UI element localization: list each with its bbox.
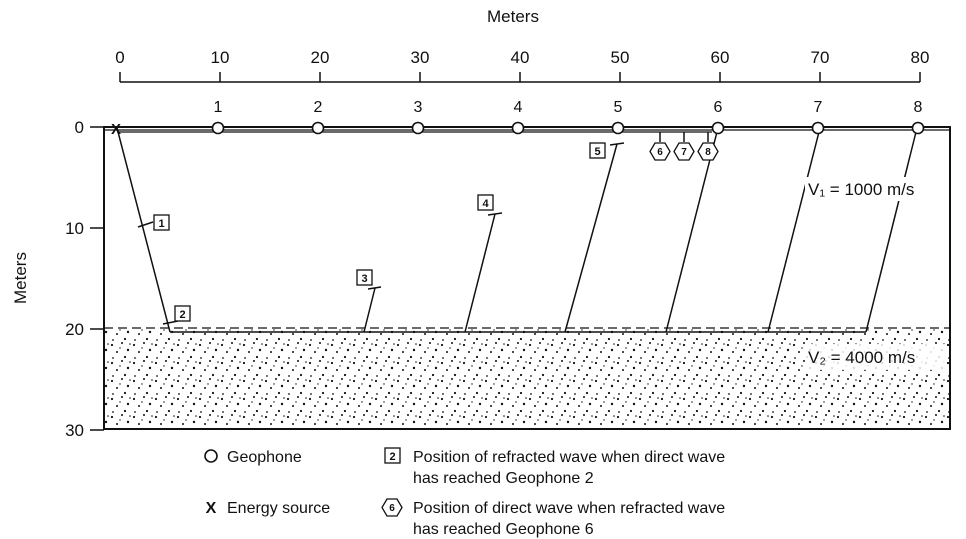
- refracted-marker-2: 2: [174, 305, 191, 322]
- refracted-marker-1: 1: [153, 214, 170, 231]
- top-axis-tick-label: 0: [115, 48, 124, 67]
- wavefront-tick-5: [609, 142, 625, 146]
- geophone-label-8: 8: [914, 99, 923, 116]
- refracted-marker-3: 3: [356, 269, 373, 286]
- wavefront-tick-3: [367, 286, 382, 290]
- v2-label: V₂ = 4000 m/s: [805, 344, 945, 370]
- legend-energy-source: X Energy source: [206, 500, 331, 517]
- top-axis: 0 10 20 30 40 50 60 70 80: [115, 48, 929, 83]
- refracted-marker-4: 4: [477, 194, 494, 211]
- energy-source-marker: X: [111, 121, 121, 138]
- refracted-marker-5: 5: [589, 142, 606, 159]
- legend-geophone-label: Geophone: [227, 449, 302, 466]
- top-axis-tick-label: 60: [711, 48, 730, 67]
- lower-layer: [104, 328, 950, 429]
- geophone-label-7: 7: [814, 99, 823, 116]
- geophone-label-3: 3: [414, 99, 423, 116]
- svg-text:6: 6: [389, 503, 395, 514]
- svg-text:2: 2: [389, 451, 395, 463]
- svg-text:1: 1: [158, 218, 164, 230]
- top-axis-ticks: 0 10 20 30 40 50 60 70 80: [115, 48, 929, 82]
- svg-text:5: 5: [594, 146, 600, 158]
- ray-path-4: [464, 213, 496, 333]
- ray-path-to-geophone-6: [665, 127, 719, 333]
- geophone-6: [711, 121, 725, 135]
- geophone-8: [911, 121, 925, 135]
- svg-text:7: 7: [681, 147, 687, 158]
- top-axis-tick-label: 70: [811, 48, 830, 67]
- svg-text:8: 8: [705, 147, 711, 158]
- ray-path-to-geophone-7: [767, 127, 821, 333]
- geophone-label-5: 5: [614, 99, 623, 116]
- left-axis-tick-label: 10: [65, 219, 84, 238]
- v1-label: V₁ = 1000 m/s: [805, 177, 945, 201]
- left-axis-tick-label: 20: [65, 320, 84, 339]
- wavefront-tick-1: [137, 221, 154, 228]
- top-axis-tick-label: 40: [511, 48, 530, 67]
- svg-text:2: 2: [179, 309, 185, 321]
- top-axis-tick-label: 30: [411, 48, 430, 67]
- left-axis-tick-label: 0: [75, 118, 84, 137]
- geophone-label-4: 4: [514, 99, 523, 116]
- legend-energy-source-symbol: X: [206, 500, 217, 517]
- ray-paths: [116, 127, 918, 333]
- legend: Geophone X Energy source 2 Position of r…: [204, 447, 725, 538]
- section-frame: [103, 126, 951, 430]
- svg-text:V₁ = 1000 m/s: V₁ = 1000 m/s: [808, 180, 914, 199]
- ray-path-5: [564, 143, 618, 333]
- legend-geophone: Geophone: [204, 449, 302, 466]
- geophone-1: [211, 121, 225, 135]
- geophone-3: [411, 121, 425, 135]
- geophone-7: [811, 121, 825, 135]
- legend-direct-symbol: [381, 498, 403, 517]
- direct-marker-8: 8: [697, 142, 719, 161]
- svg-text:3: 3: [361, 273, 367, 285]
- legend-direct-line2: has reached Geophone 6: [413, 521, 594, 538]
- ray-path-to-geophone-8: [865, 127, 918, 333]
- svg-text:4: 4: [482, 198, 489, 210]
- geophone-label-6: 6: [714, 99, 723, 116]
- geophone-2: [311, 121, 325, 135]
- legend-energy-source-label: Energy source: [227, 500, 330, 517]
- left-axis-ticks: 0 10 20 30: [65, 118, 104, 440]
- svg-text:V₂ = 4000 m/s: V₂ = 4000 m/s: [808, 348, 915, 367]
- geophone-label-1: 1: [214, 99, 223, 116]
- svg-text:6: 6: [657, 147, 663, 158]
- legend-direct-line1: Position of direct wave when refracted w…: [413, 500, 725, 517]
- geophone-4: [511, 121, 525, 135]
- geophone-row: 1 2 3 4 5 6 7 8: [211, 99, 925, 135]
- ray-path-down: [116, 127, 171, 333]
- left-axis-tick-label: 30: [65, 421, 84, 440]
- legend-refracted: 2 Position of refracted wave when direct…: [384, 447, 725, 487]
- legend-refracted-symbol: [384, 447, 401, 464]
- geophone-5: [611, 121, 625, 135]
- wavefront-tick-4: [487, 212, 503, 216]
- geophone-label-2: 2: [314, 99, 323, 116]
- left-axis-title: Meters: [11, 252, 30, 304]
- direct-marker-6: 6: [649, 142, 671, 161]
- direct-marker-7: 7: [673, 142, 695, 161]
- legend-refracted-line1: Position of refracted wave when direct w…: [413, 449, 725, 466]
- legend-geophone-symbol: [204, 449, 218, 463]
- legend-direct: 6 Position of direct wave when refracted…: [381, 498, 725, 538]
- top-axis-tick-label: 80: [911, 48, 930, 67]
- ray-path-3: [363, 287, 376, 333]
- top-axis-title: Meters: [487, 7, 539, 26]
- top-axis-tick-label: 10: [211, 48, 230, 67]
- legend-refracted-line2: has reached Geophone 2: [413, 470, 594, 487]
- top-axis-tick-label: 20: [311, 48, 330, 67]
- top-axis-tick-label: 50: [611, 48, 630, 67]
